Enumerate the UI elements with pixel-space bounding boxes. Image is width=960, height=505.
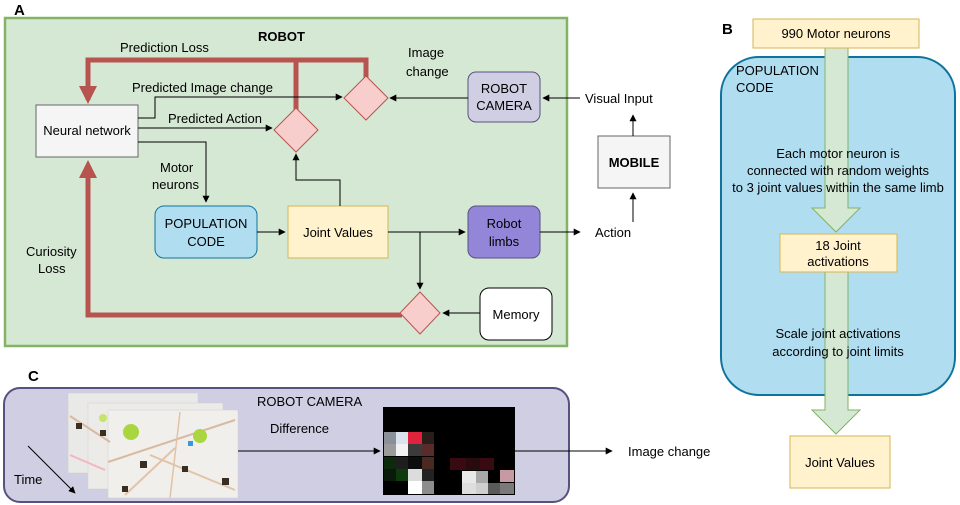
b-joint-activations-node xyxy=(779,233,898,273)
image-change-label-2: change xyxy=(406,64,449,79)
neural-network-node xyxy=(35,104,139,158)
mobile-label: MOBILE xyxy=(609,155,660,170)
b-motor-neurons-label: 990 Motor neurons xyxy=(781,26,891,41)
b-joint-values-node xyxy=(789,435,891,489)
curiosity-loss-label-1: Curiosity xyxy=(26,244,77,259)
action-comparator xyxy=(273,107,319,153)
panel-c-label: C xyxy=(28,368,39,385)
difference-label: Difference xyxy=(270,421,329,436)
robot-camera-label-1: ROBOT xyxy=(481,81,527,96)
joint-to-action-comparator-arrow xyxy=(292,153,341,206)
image-change-comparator xyxy=(343,75,389,121)
b-joint-activations-label-1: 18 Joint xyxy=(815,238,861,253)
population-code-label-2: CODE xyxy=(187,234,225,249)
visual-input-label: Visual Input xyxy=(585,91,653,106)
prediction-loss-path xyxy=(79,57,369,113)
predicted-action-label: Predicted Action xyxy=(168,111,262,126)
memory-label: Memory xyxy=(493,307,540,322)
camera-frames xyxy=(67,392,239,499)
time-arrow xyxy=(27,445,76,494)
flow-arrow xyxy=(810,45,862,435)
memory-node xyxy=(479,287,553,341)
curiosity-loss-label-2: Loss xyxy=(38,261,66,276)
c-image-change-label: Image change xyxy=(628,444,710,459)
b-desc-line-2: connected with random weights xyxy=(747,163,930,178)
motor-neurons-label-1: Motor xyxy=(160,160,194,175)
b-scale-line-1: Scale joint activations xyxy=(775,326,901,341)
b-scale-line-2: according to joint limits xyxy=(772,344,904,359)
b-desc-line-3: to 3 joint values within the same limb xyxy=(732,180,944,195)
action-label: Action xyxy=(595,225,631,240)
difference-image xyxy=(383,407,515,495)
prediction-loss-label: Prediction Loss xyxy=(120,40,209,55)
panel-a-label: A xyxy=(14,2,25,19)
curiosity-loss-path xyxy=(79,160,402,318)
b-joint-activations-label-2: activations xyxy=(807,254,869,269)
b-population-code-label-1: POPULATION xyxy=(736,63,819,78)
robot-limbs-node xyxy=(467,205,541,259)
b-motor-neurons-node xyxy=(752,18,920,49)
image-change-label-1: Image xyxy=(408,45,444,60)
motor-neurons-label-2: neurons xyxy=(152,177,199,192)
neural-network-label: Neural network xyxy=(43,123,131,138)
b-population-code-label-2: CODE xyxy=(736,80,774,95)
population-code-label-1: POPULATION xyxy=(165,216,248,231)
joint-values-node xyxy=(287,205,389,259)
panel-b-label: B xyxy=(722,21,733,38)
b-desc-line-1: Each motor neuron is xyxy=(776,146,900,161)
robot-limbs-label-1: Robot xyxy=(487,216,522,231)
motor-neurons-arrow xyxy=(138,141,210,203)
memory-comparator xyxy=(399,291,441,335)
population-code-node xyxy=(154,205,258,259)
c-robot-camera-label: ROBOT CAMERA xyxy=(257,394,363,409)
mobile-node xyxy=(597,135,671,189)
joint-values-label: Joint Values xyxy=(303,225,373,240)
robot-camera-node xyxy=(467,71,541,123)
robot-title: ROBOT xyxy=(258,29,305,44)
predicted-image-change-arrow xyxy=(138,93,343,119)
robot-limbs-label-2: limbs xyxy=(489,234,520,249)
time-label: Time xyxy=(14,472,42,487)
robot-camera-label-2: CAMERA xyxy=(476,98,532,113)
b-joint-values-label: Joint Values xyxy=(805,455,875,470)
predicted-image-change-label: Predicted Image change xyxy=(132,80,273,95)
